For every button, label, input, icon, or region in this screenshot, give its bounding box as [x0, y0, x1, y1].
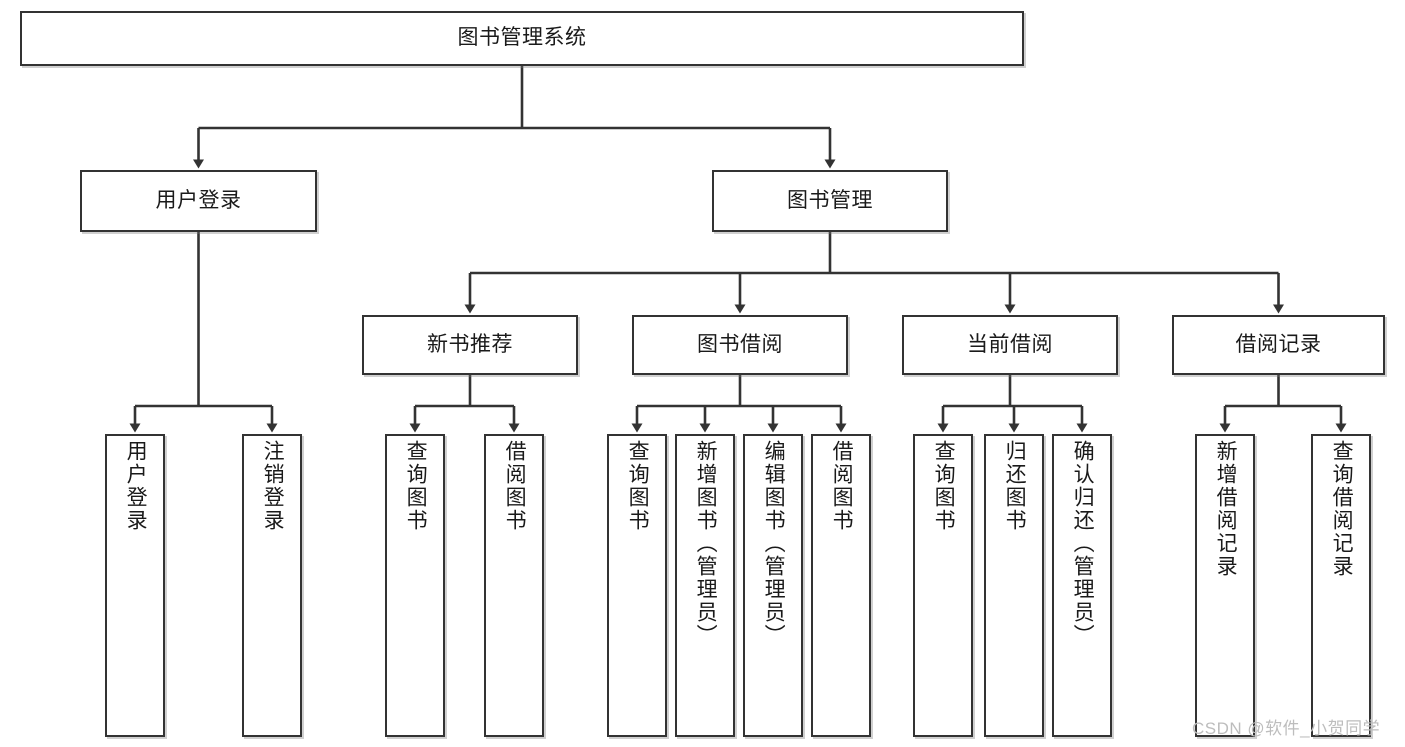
- node-leaf-add-record: 新增借阅记录: [1195, 434, 1255, 737]
- node-label: 当前借阅: [967, 332, 1053, 356]
- node-leaf-confirm-return: 确认归还（管理员）: [1052, 434, 1112, 737]
- edge-group: [129, 66, 1347, 433]
- node-leaf-user-login: 用户登录: [105, 434, 165, 737]
- node-label: 新书推荐: [427, 332, 513, 356]
- node-label: 查询图书: [404, 440, 428, 532]
- node-borrow-record: 借阅记录: [1172, 315, 1385, 375]
- node-label: 借阅记录: [1235, 332, 1322, 356]
- node-current-borrow: 当前借阅: [902, 315, 1118, 375]
- node-label: 图书管理系统: [457, 26, 587, 50]
- node-label: 图书管理: [787, 188, 873, 212]
- node-label: 新增借阅记录: [1214, 440, 1238, 578]
- node-label: 编辑图书（管理员）: [762, 440, 786, 647]
- node-label: 确认归还（管理员）: [1071, 440, 1095, 647]
- node-label: 新增图书（管理员）: [694, 440, 718, 647]
- node-leaf-borrow-book-1: 借阅图书: [484, 434, 544, 737]
- node-book-manage: 图书管理: [712, 170, 948, 232]
- node-root: 图书管理系统: [20, 11, 1024, 66]
- node-label: 注销登录: [261, 440, 285, 532]
- node-leaf-query-book-2: 查询图书: [607, 434, 667, 737]
- node-label: 查询图书: [626, 440, 650, 532]
- node-leaf-query-record: 查询借阅记录: [1311, 434, 1371, 737]
- node-label: 借阅图书: [503, 440, 527, 532]
- node-book-borrow: 图书借阅: [632, 315, 848, 375]
- node-label: 图书借阅: [697, 332, 783, 356]
- node-label: 查询图书: [932, 440, 956, 532]
- node-leaf-query-book-3: 查询图书: [913, 434, 973, 737]
- node-label: 借阅图书: [830, 440, 854, 532]
- node-leaf-edit-book: 编辑图书（管理员）: [743, 434, 803, 737]
- node-leaf-borrow-book-2: 借阅图书: [811, 434, 871, 737]
- node-leaf-return-book: 归还图书: [984, 434, 1044, 737]
- node-user-login: 用户登录: [80, 170, 317, 232]
- node-label: 用户登录: [155, 188, 242, 212]
- node-label: 用户登录: [124, 440, 148, 532]
- node-new-book-recommend: 新书推荐: [362, 315, 578, 375]
- node-label: 归还图书: [1003, 440, 1027, 532]
- node-label: 查询借阅记录: [1330, 440, 1354, 578]
- node-leaf-add-book: 新增图书（管理员）: [675, 434, 735, 737]
- node-leaf-user-logout: 注销登录: [242, 434, 302, 737]
- node-leaf-query-book-1: 查询图书: [385, 434, 445, 737]
